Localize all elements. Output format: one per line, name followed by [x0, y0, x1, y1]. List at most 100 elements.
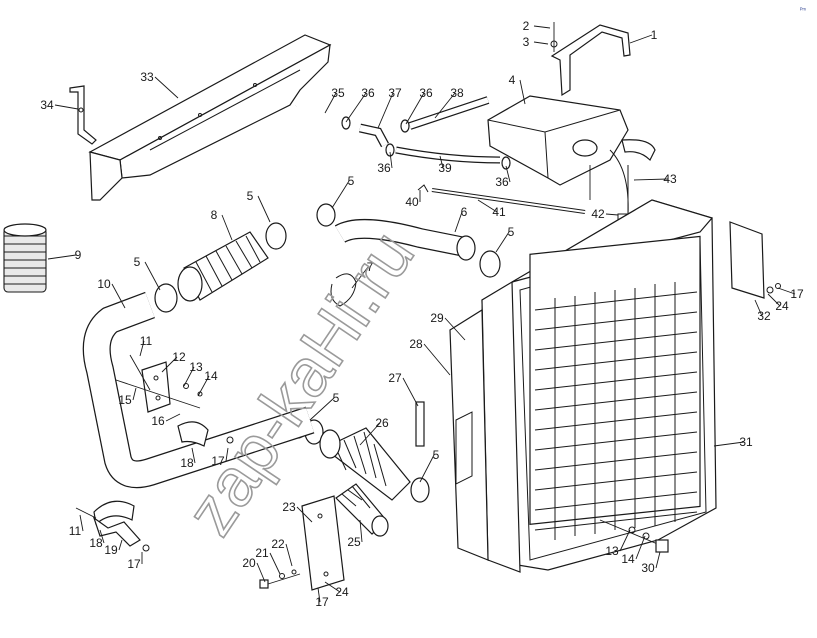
callout-c17d: 17	[315, 595, 329, 609]
leader-line-c13a	[183, 366, 195, 387]
callout-c5f: 5	[433, 448, 440, 462]
callout-c32: 32	[757, 309, 771, 323]
callout-c36a: 36	[361, 86, 375, 100]
callout-c7: 7	[367, 260, 374, 274]
hose-part-37	[359, 123, 389, 148]
leader-line-c31	[713, 441, 745, 447]
callout-c4: 4	[509, 73, 516, 87]
leader-line-c34	[54, 104, 79, 110]
leader-line-c17d	[317, 587, 321, 603]
callout-c18b: 18	[89, 536, 103, 550]
leader-line-c30	[655, 551, 661, 569]
leader-line-c18a	[191, 447, 196, 464]
leader-line-c26	[359, 422, 381, 446]
lower-pipe-part-10	[82, 291, 315, 489]
callout-c13a: 13	[189, 360, 203, 374]
leader-line-c2	[533, 25, 551, 29]
leader-line-c14a	[197, 375, 210, 397]
hose-part-38	[408, 96, 490, 130]
leader-line-c16	[165, 413, 181, 422]
cover-plate-part-23	[301, 495, 345, 591]
bellows-hose-part-26	[319, 427, 411, 501]
callout-c40: 40	[405, 195, 419, 209]
upper-hose-part-6	[334, 218, 472, 258]
leader-line-c38	[434, 92, 456, 119]
callout-c18a: 18	[180, 456, 194, 470]
callout-c31: 31	[739, 435, 753, 449]
bellows-hose-part-25	[335, 483, 389, 537]
leader-line-c5b	[257, 195, 271, 223]
clip-part-18	[177, 421, 234, 447]
callout-c5d: 5	[134, 255, 141, 269]
callout-c9: 9	[75, 248, 82, 262]
leader-line-c37	[377, 92, 394, 129]
leader-line-c14b	[635, 535, 646, 560]
leader-line-c9	[47, 254, 77, 260]
callout-c2: 2	[523, 19, 530, 33]
callout-c21: 21	[255, 546, 269, 560]
callout-c16: 16	[151, 414, 165, 428]
leader-line-c36d	[505, 165, 511, 183]
leader-line-c7	[351, 266, 369, 289]
callout-c24a: 24	[775, 299, 789, 313]
side-panel-part-28	[449, 308, 489, 561]
callout-c41: 41	[492, 205, 506, 219]
callout-c19: 19	[104, 543, 118, 557]
expansion-tank-part-4	[487, 95, 656, 216]
leader-line-c10	[111, 283, 126, 309]
callout-c43: 43	[663, 172, 677, 186]
leader-line-c23	[296, 506, 313, 523]
leader-line-c41	[477, 199, 498, 213]
leader-line-c24b	[324, 581, 341, 593]
hose-roll-part-9	[3, 223, 47, 293]
callout-c38: 38	[450, 86, 464, 100]
leader-line-c42	[605, 213, 619, 216]
leader-line-c5d	[144, 261, 161, 291]
leader-line-c5e	[309, 397, 335, 421]
callout-c39: 39	[438, 161, 452, 175]
bolt-part-30	[599, 519, 669, 553]
leader-line-c43	[633, 178, 669, 181]
strap-clamp-part-18b	[75, 500, 150, 552]
leader-line-c18b	[99, 529, 105, 544]
leader-line-c29	[444, 317, 466, 341]
leader-line-c22	[285, 543, 293, 567]
leader-line-c39	[439, 155, 444, 169]
callout-c36b: 36	[419, 86, 433, 100]
callout-c33: 33	[140, 70, 154, 84]
callout-c11a: 11	[140, 334, 153, 348]
callout-c23: 23	[282, 500, 296, 514]
callout-c36d: 36	[495, 175, 509, 189]
strip-part-27	[415, 401, 425, 447]
callout-c37: 37	[388, 86, 402, 100]
callout-c17b: 17	[211, 454, 225, 468]
tube-part-41	[417, 184, 586, 214]
callout-c5b: 5	[247, 189, 254, 203]
callout-c22: 22	[271, 537, 285, 551]
top-cover-part-33	[88, 34, 332, 201]
callout-c35: 35	[331, 86, 345, 100]
bolts-parts-20-22	[259, 569, 301, 589]
callout-c13b: 13	[605, 544, 619, 558]
strap-part-1	[550, 22, 631, 97]
callout-c25: 25	[347, 535, 361, 549]
callout-c30: 30	[641, 561, 655, 575]
leader-line-c36c	[389, 151, 393, 169]
leader-line-c5f	[419, 454, 435, 483]
bracket-part-12	[141, 361, 171, 413]
leader-line-c17b	[225, 447, 229, 462]
radiator-core-part-29	[529, 235, 701, 540]
leader-line-c32	[754, 299, 763, 317]
leader-line-c27	[402, 377, 419, 407]
leader-line-c21	[269, 552, 281, 575]
leader-line-c36b	[405, 92, 425, 125]
callout-c10: 10	[97, 277, 111, 291]
callout-c11b: 11	[69, 524, 82, 538]
callout-c24b: 24	[335, 585, 349, 599]
callout-c29: 29	[430, 311, 444, 325]
leader-line-c3	[533, 41, 549, 45]
callout-c5c: 5	[508, 225, 515, 239]
leader-line-c33	[154, 76, 179, 99]
